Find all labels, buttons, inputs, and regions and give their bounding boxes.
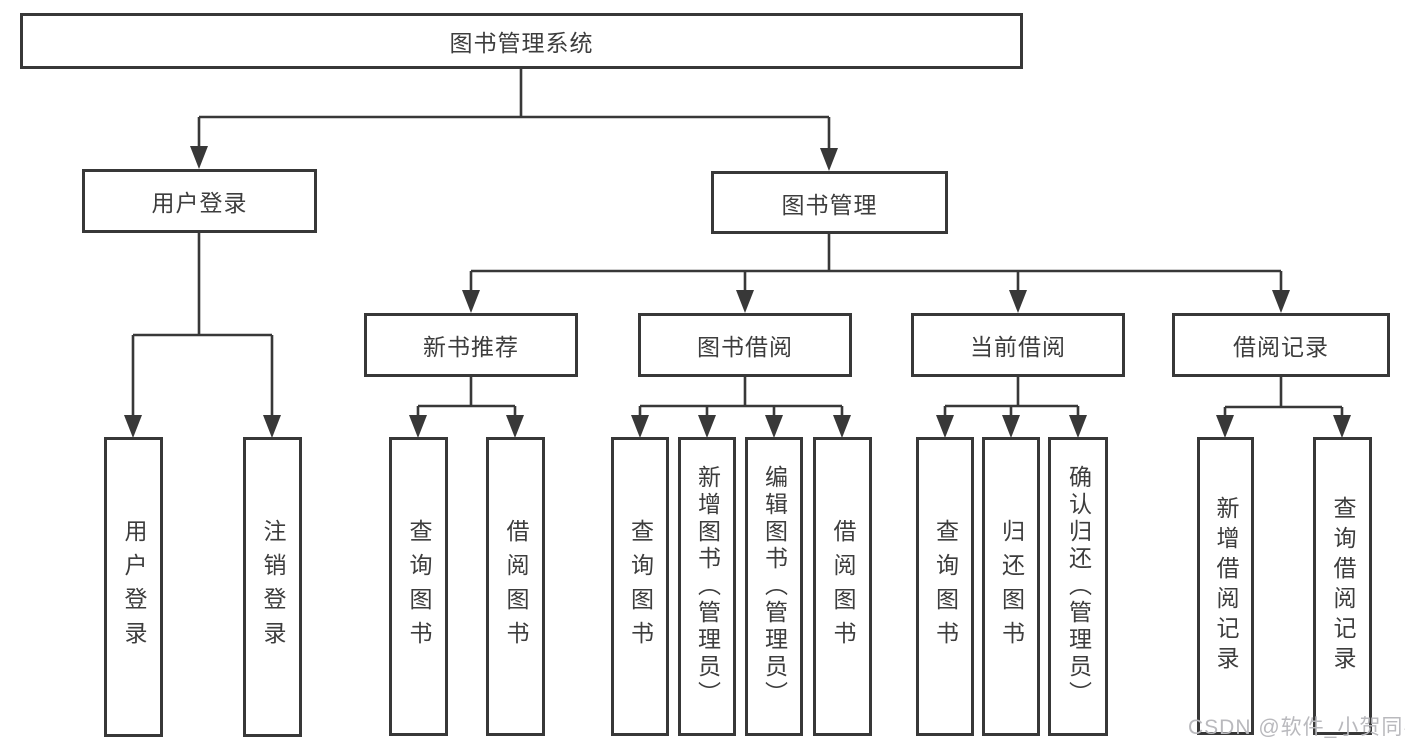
node-root: 图书管理系统	[20, 13, 1023, 69]
leaf-query-books-1-label: 查询图书	[406, 518, 432, 655]
leaf-edit-books-admin-label: 编辑图书（管理员）	[761, 465, 788, 708]
csdn-watermark: CSDN @软件_小贺同学	[1188, 716, 1405, 739]
arrowheads	[124, 146, 1351, 438]
leaf-query-books-3: 查询图书	[916, 437, 974, 736]
leaf-user-login-label: 用户登录	[121, 519, 147, 655]
leaf-add-books-admin: 新增图书（管理员）	[678, 437, 736, 736]
node-new-book-recommend-label: 新书推荐	[423, 334, 519, 360]
leaf-query-books-3-label: 查询图书	[932, 518, 959, 655]
leaf-borrow-books-2: 借阅图书	[813, 437, 872, 736]
leaf-return-books: 归还图书	[982, 437, 1040, 736]
leaf-query-books-2: 查询图书	[611, 437, 669, 736]
leaf-confirm-return-admin: 确认归还（管理员）	[1048, 437, 1108, 736]
node-borrowing-records-label: 借阅记录	[1233, 334, 1329, 360]
leaf-borrow-books-2-label: 借阅图书	[830, 518, 856, 655]
leaf-add-books-admin-label: 新增图书（管理员）	[694, 465, 721, 708]
node-user-login: 用户登录	[82, 169, 317, 233]
leaf-logout-label: 注销登录	[260, 519, 286, 655]
leaf-query-borrow-record: 查询借阅记录	[1313, 437, 1372, 735]
leaf-query-borrow-record-label: 查询借阅记录	[1330, 496, 1356, 676]
node-root-label: 图书管理系统	[449, 30, 594, 56]
node-book-borrowing: 图书借阅	[638, 313, 852, 377]
leaf-confirm-return-admin-label: 确认归还（管理员）	[1065, 465, 1092, 708]
node-current-borrowing: 当前借阅	[911, 313, 1125, 377]
node-user-login-label: 用户登录	[151, 190, 248, 216]
node-book-borrowing-label: 图书借阅	[697, 334, 793, 360]
leaf-query-books-1: 查询图书	[389, 437, 448, 736]
leaf-borrow-books-1: 借阅图书	[486, 437, 545, 736]
leaf-logout: 注销登录	[243, 437, 302, 737]
leaf-user-login: 用户登录	[104, 437, 163, 737]
node-book-management: 图书管理	[711, 171, 948, 234]
node-new-book-recommend: 新书推荐	[364, 313, 578, 377]
leaf-return-books-label: 归还图书	[998, 518, 1025, 655]
leaf-add-borrow-record: 新增借阅记录	[1197, 437, 1254, 735]
leaf-borrow-books-1-label: 借阅图书	[503, 518, 529, 655]
leaf-edit-books-admin: 编辑图书（管理员）	[745, 437, 803, 736]
node-book-management-label: 图书管理	[781, 191, 878, 218]
leaf-add-borrow-record-label: 新增借阅记录	[1213, 496, 1239, 676]
leaf-query-books-2-label: 查询图书	[627, 518, 654, 655]
node-current-borrowing-label: 当前借阅	[970, 334, 1066, 360]
node-borrowing-records: 借阅记录	[1172, 313, 1390, 377]
